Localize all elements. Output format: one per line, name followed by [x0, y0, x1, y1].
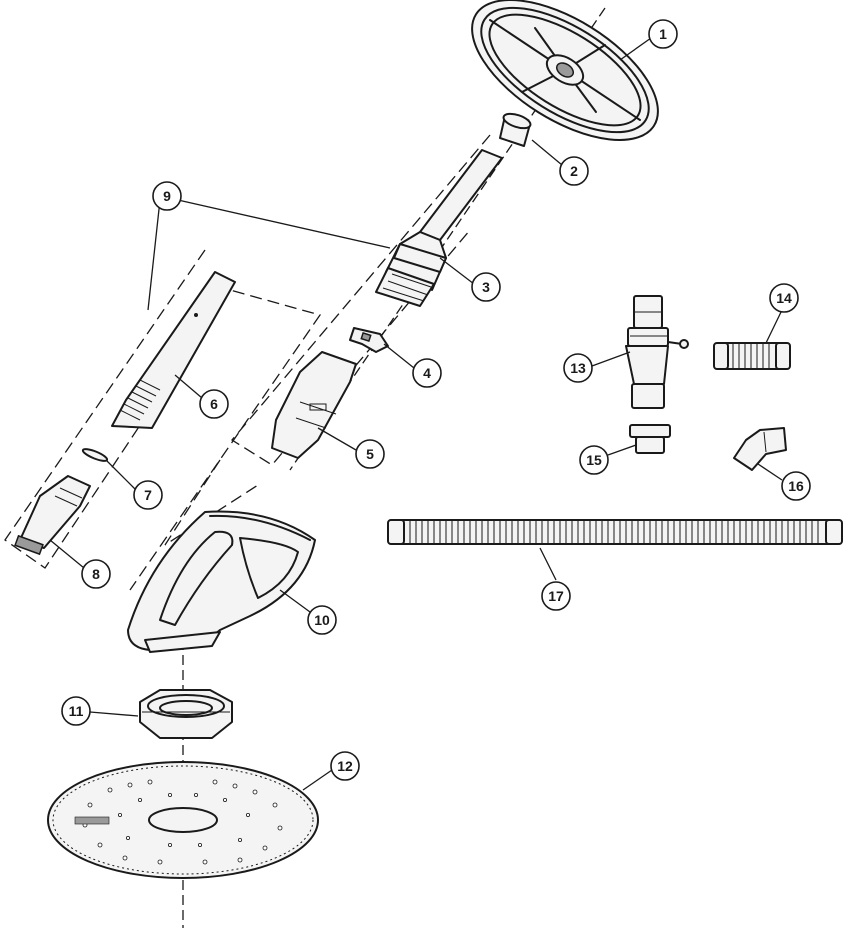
leader-4: [383, 343, 415, 369]
part-5-hose-section: [271, 351, 357, 459]
part-1-deflector-wheel: [471, 0, 659, 141]
leader-6: [174, 374, 203, 399]
svg-text:9: 9: [163, 188, 171, 204]
svg-text:12: 12: [337, 758, 353, 774]
group-outline-hose-6: [4, 249, 322, 591]
callout-14: 14: [769, 283, 799, 313]
part-14-short-hose: [713, 342, 791, 370]
leader-7: [105, 459, 137, 491]
callout-9: 9: [152, 181, 182, 211]
callout-4: 4: [412, 358, 442, 388]
leader-14: [765, 309, 783, 344]
leader-1: [619, 37, 652, 61]
leader-10: [279, 589, 311, 613]
group-outline-hose-5: [231, 134, 491, 466]
svg-text:10: 10: [314, 612, 330, 628]
leader-12: [302, 769, 333, 791]
svg-text:3: 3: [482, 279, 490, 295]
callout-2: 2: [559, 156, 589, 186]
svg-text:8: 8: [92, 566, 100, 582]
part-8-end-fitting: [14, 475, 91, 556]
leader-16: [757, 463, 783, 481]
disc-holes: [82, 779, 283, 865]
part-4-clip: [349, 327, 389, 353]
leader-5: [317, 427, 357, 451]
part-2-collar: [499, 112, 532, 147]
part-12-disc: [47, 761, 319, 879]
callout-1: 1: [648, 19, 678, 49]
part-3-swivel-hose: [375, 149, 503, 307]
callout-8: 8: [81, 559, 111, 589]
leader-13: [591, 351, 631, 367]
part-7-o-ring: [81, 448, 109, 462]
svg-text:14: 14: [776, 290, 792, 306]
callout-5: 5: [355, 439, 385, 469]
svg-text:7: 7: [144, 487, 152, 503]
part-13-regulator-valve: [625, 295, 689, 409]
leader-17: [539, 547, 557, 581]
callout-16: 16: [781, 471, 811, 501]
part-16-elbow: [733, 427, 787, 471]
callout-12: 12: [330, 751, 360, 781]
part-17-long-hose: [387, 519, 843, 545]
part-6-long-hose: [111, 271, 236, 429]
svg-text:16: 16: [788, 478, 804, 494]
svg-text:5: 5: [366, 446, 374, 462]
svg-text:1: 1: [659, 26, 667, 42]
callout-13: 13: [563, 353, 593, 383]
callout-3: 3: [471, 272, 501, 302]
leader-2: [531, 139, 563, 166]
svg-text:13: 13: [570, 360, 586, 376]
leader-8: [49, 539, 85, 569]
svg-text:17: 17: [548, 588, 564, 604]
callout-11: 11: [61, 696, 91, 726]
leader-9b: [177, 199, 391, 249]
svg-text:2: 2: [570, 163, 578, 179]
svg-text:15: 15: [586, 452, 602, 468]
svg-text:4: 4: [423, 365, 431, 381]
callout-6: 6: [199, 389, 229, 419]
leader-3: [439, 257, 475, 285]
svg-text:11: 11: [69, 703, 84, 719]
callout-15: 15: [579, 445, 609, 475]
part-11-nut: [139, 689, 233, 739]
callout-17: 17: [541, 581, 571, 611]
leader-9a: [147, 199, 161, 311]
brand-logo-mark: [74, 816, 110, 825]
leader-15: [607, 444, 637, 456]
part-15-adapter: [629, 424, 671, 454]
part-10-main-body: [127, 510, 316, 653]
callout-10: 10: [307, 605, 337, 635]
group-outline-body-10: [164, 459, 259, 546]
leader-11: [89, 711, 139, 717]
callout-7: 7: [133, 480, 163, 510]
svg-text:6: 6: [210, 396, 218, 412]
hose-17-ribs: [409, 520, 819, 544]
